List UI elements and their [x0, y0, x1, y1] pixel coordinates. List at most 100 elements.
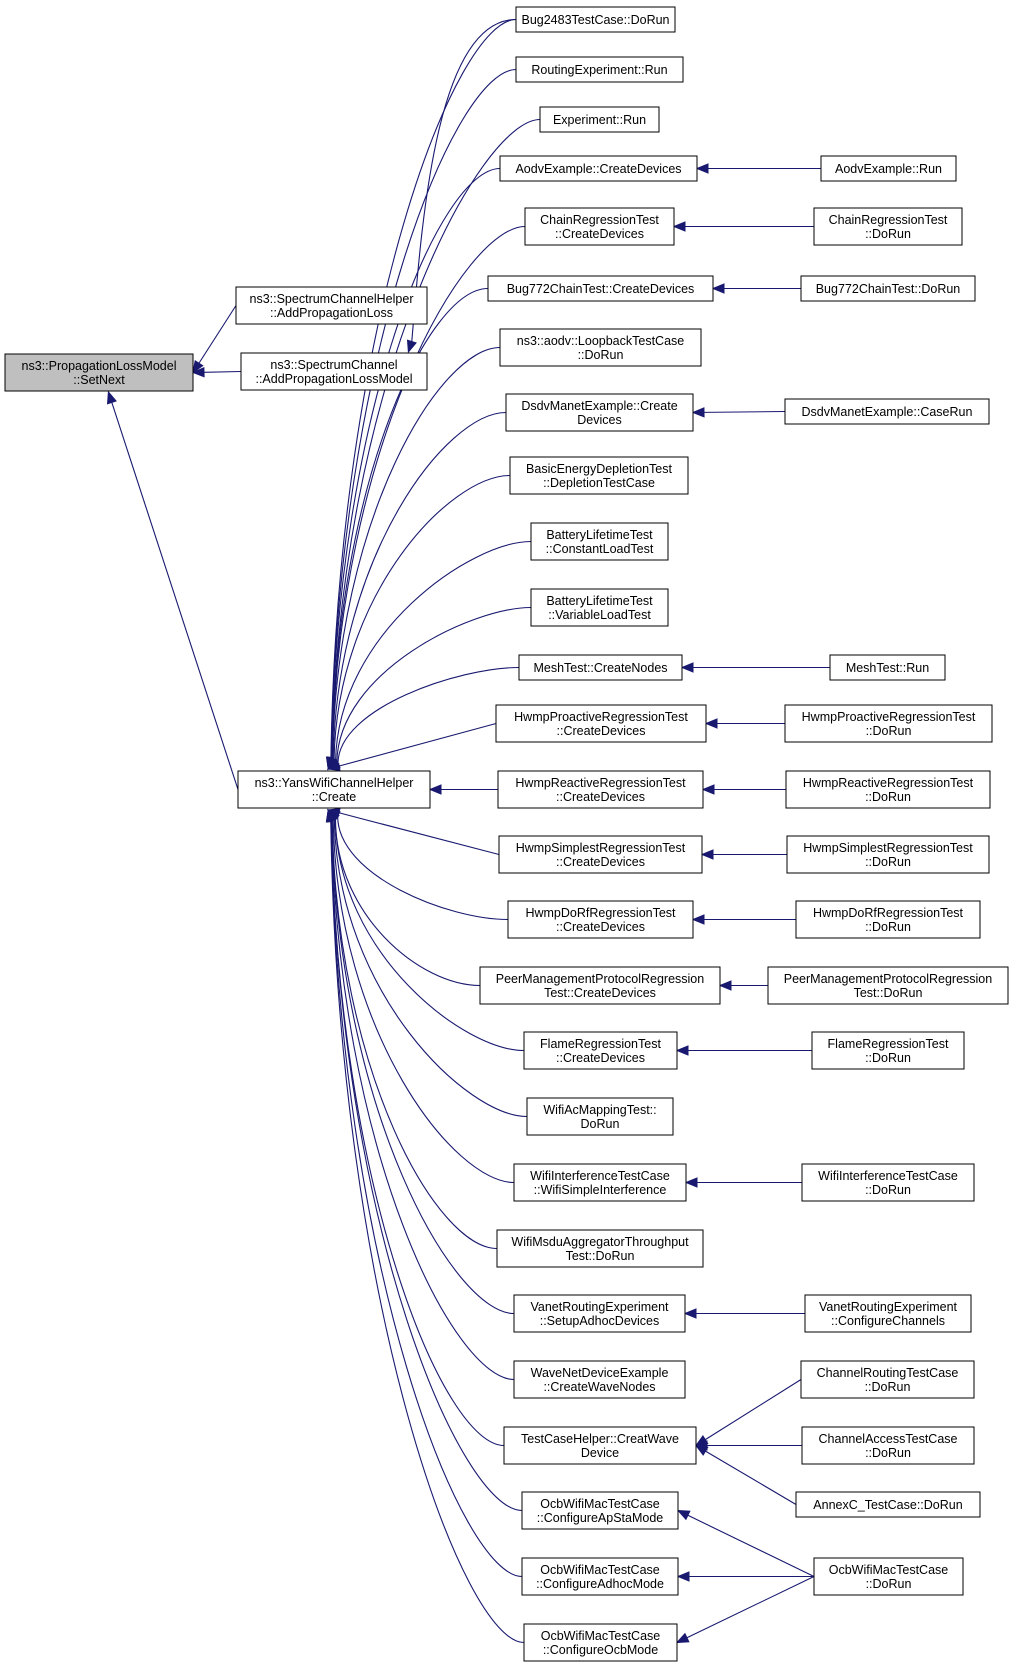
- node-schannel[interactable]: ns3::SpectrumChannel::AddPropagationLoss…: [240, 352, 428, 391]
- node-batteryvar[interactable]: BatteryLifetimeTest::VariableLoadTest: [530, 588, 669, 627]
- node-box: [521, 1557, 679, 1596]
- edge-line: [334, 818, 525, 1052]
- node-aodvrun[interactable]: AodvExample::Run: [820, 155, 957, 182]
- node-hwmpproact[interactable]: HwmpProactiveRegressionTest::CreateDevic…: [495, 704, 707, 743]
- edge-arrowhead: [675, 1632, 690, 1644]
- node-box: [829, 654, 946, 681]
- node-routingexp[interactable]: RoutingExperiment::Run: [515, 56, 684, 83]
- node-yans[interactable]: ns3::YansWifiChannelHelper::Create: [237, 770, 431, 809]
- edge-arrowhead: [680, 662, 694, 673]
- edge-schannel-to-setnext: [191, 367, 242, 378]
- edge-line: [330, 820, 525, 1644]
- node-bug772dorun[interactable]: Bug772ChainTest::DoRun: [800, 275, 976, 302]
- node-label-line: Experiment::Run: [553, 113, 646, 127]
- node-box: [499, 155, 698, 182]
- node-aodvcreate[interactable]: AodvExample::CreateDevices: [499, 155, 698, 182]
- node-flamedorun[interactable]: FlameRegressionTest::DoRun: [811, 1031, 965, 1070]
- edge-routingexp-to-yans: [326, 68, 517, 771]
- node-label-line: ::DoRun: [865, 1446, 911, 1460]
- node-label-line: ChannelAccessTestCase: [819, 1432, 958, 1446]
- edge-arrowhead: [704, 718, 718, 729]
- node-batteryconst[interactable]: BatteryLifetimeTest::ConstantLoadTest: [530, 522, 669, 561]
- node-box: [523, 1031, 678, 1070]
- node-label-line: ::DoRun: [866, 1577, 912, 1591]
- node-meshcreate[interactable]: MeshTest::CreateNodes: [518, 654, 683, 681]
- node-vanetconfig[interactable]: VanetRoutingExperiment::ConfigureChannel…: [804, 1294, 972, 1333]
- node-box: [784, 704, 993, 743]
- node-dsdvcreate[interactable]: DsdvManetExample::CreateDevices: [505, 393, 694, 432]
- node-label-line: ChannelRoutingTestCase: [817, 1366, 959, 1380]
- node-vanet[interactable]: VanetRoutingExperiment::SetupAdhocDevice…: [513, 1294, 686, 1333]
- node-label-line: ::CreateDevices: [556, 855, 645, 869]
- edge-line: [330, 18, 517, 759]
- node-flame[interactable]: FlameRegressionTest::CreateDevices: [523, 1031, 678, 1070]
- node-ocbdorun[interactable]: OcbWifiMacTestCase::DoRun: [813, 1557, 964, 1596]
- node-label-line: ns3::SpectrumChannelHelper: [250, 292, 414, 306]
- node-label-line: ::DoRun: [578, 348, 624, 362]
- edge-hwmpproact-to-yans: [326, 722, 497, 772]
- node-box: [800, 275, 976, 302]
- node-box: [515, 56, 684, 83]
- node-wifiac[interactable]: WifiAcMappingTest::DoRun: [526, 1097, 674, 1136]
- node-chanrouting[interactable]: ChannelRoutingTestCase::DoRun: [800, 1360, 975, 1399]
- node-peermgmtdorun[interactable]: PeerManagementProtocolRegressionTest::Do…: [767, 966, 1009, 1005]
- edge-chanrouting-to-testcasehelper: [694, 1379, 802, 1447]
- edge-arrowhead: [691, 407, 705, 418]
- node-meshrun[interactable]: MeshTest::Run: [829, 654, 946, 681]
- edge-line: [331, 346, 501, 759]
- node-wavenet[interactable]: WaveNetDeviceExample::CreateWaveNodes: [513, 1360, 686, 1399]
- node-label-line: ::DoRun: [865, 790, 911, 804]
- node-label-line: Test::DoRun: [854, 986, 923, 1000]
- node-label-line: ::AddPropagationLoss: [270, 306, 393, 320]
- edge-wifimsdu-to-yans: [327, 808, 498, 1250]
- edge-arrowhead: [325, 808, 336, 823]
- node-schelper[interactable]: ns3::SpectrumChannelHelper::AddPropagati…: [235, 286, 428, 325]
- node-wifiinterf[interactable]: WifiInterferenceTestCase::WifiSimpleInte…: [513, 1163, 687, 1202]
- edge-line: [198, 305, 237, 364]
- node-ocbadhoc[interactable]: OcbWifiMacTestCase::ConfigureAdhocMode: [521, 1557, 679, 1596]
- node-label-line: ns3::YansWifiChannelHelper: [255, 776, 414, 790]
- node-hwmpsimpdorun[interactable]: HwmpSimplestRegressionTest::DoRun: [786, 835, 990, 874]
- node-label-line: ns3::aodv::LoopbackTestCase: [517, 334, 685, 348]
- node-hwmpproactdorun[interactable]: HwmpProactiveRegressionTest::DoRun: [784, 704, 993, 743]
- node-hwmpreact[interactable]: HwmpReactiveRegressionTest::CreateDevice…: [497, 770, 704, 809]
- node-wifiinterfdorun[interactable]: WifiInterferenceTestCase::DoRun: [801, 1163, 975, 1202]
- node-peermgmt[interactable]: PeerManagementProtocolRegressionTest::Cr…: [479, 966, 721, 1005]
- node-ocbapsta[interactable]: OcbWifiMacTestCase::ConfigureApStaMode: [521, 1491, 679, 1530]
- node-hwmpdorf[interactable]: HwmpDoRfRegressionTest::CreateDevices: [507, 900, 694, 939]
- node-hwmpsimp[interactable]: HwmpSimplestRegressionTest::CreateDevice…: [498, 835, 703, 874]
- node-box: [820, 155, 957, 182]
- node-bug2483[interactable]: Bug2483TestCase::DoRun: [515, 6, 676, 33]
- edge-line: [331, 820, 515, 1381]
- node-ocbocb[interactable]: OcbWifiMacTestCase::ConfigureOcbMode: [523, 1623, 678, 1662]
- edge-arrowhead: [718, 980, 732, 991]
- node-label-line: ::ConstantLoadTest: [546, 542, 654, 556]
- node-hwmpreactdorun[interactable]: HwmpReactiveRegressionTest::DoRun: [785, 770, 991, 809]
- node-label-line: ::CreateDevices: [557, 724, 646, 738]
- node-chanaccess[interactable]: ChannelAccessTestCase::DoRun: [801, 1426, 975, 1465]
- edge-ocbocb-to-yans: [325, 808, 525, 1644]
- node-box: [518, 654, 683, 681]
- edge-arrowhead: [428, 784, 442, 795]
- node-setnext[interactable]: ns3::PropagationLossModel::SetNext: [4, 353, 194, 392]
- node-label-line: Test::CreateDevices: [544, 986, 656, 1000]
- node-box: [479, 966, 721, 1005]
- node-dsdvcaserun[interactable]: DsdvManetExample::CaseRun: [784, 398, 990, 425]
- node-label-line: VanetRoutingExperiment: [819, 1300, 958, 1314]
- node-box: [795, 1491, 981, 1518]
- node-box: [235, 286, 428, 325]
- node-chaindorun[interactable]: ChainRegressionTest::DoRun: [813, 207, 963, 246]
- node-hwmpdorfdorun[interactable]: HwmpDoRfRegressionTest::DoRun: [795, 900, 981, 939]
- node-box: [499, 328, 702, 367]
- node-experiment[interactable]: Experiment::Run: [539, 106, 660, 133]
- edge-line: [331, 118, 541, 759]
- edge-arrowhead: [106, 390, 117, 405]
- node-bug772create[interactable]: Bug772ChainTest::CreateDevices: [487, 275, 714, 302]
- node-loopback[interactable]: ns3::aodv::LoopbackTestCase::DoRun: [499, 328, 702, 367]
- edge-peermgmtdorun-to-peermgmt: [718, 980, 768, 991]
- node-chaincreate[interactable]: ChainRegressionTest::CreateDevices: [524, 207, 675, 246]
- node-basicenergy[interactable]: BasicEnergyDepletionTest::DepletionTestC…: [509, 456, 689, 495]
- node-annexc[interactable]: AnnexC_TestCase::DoRun: [795, 1491, 981, 1518]
